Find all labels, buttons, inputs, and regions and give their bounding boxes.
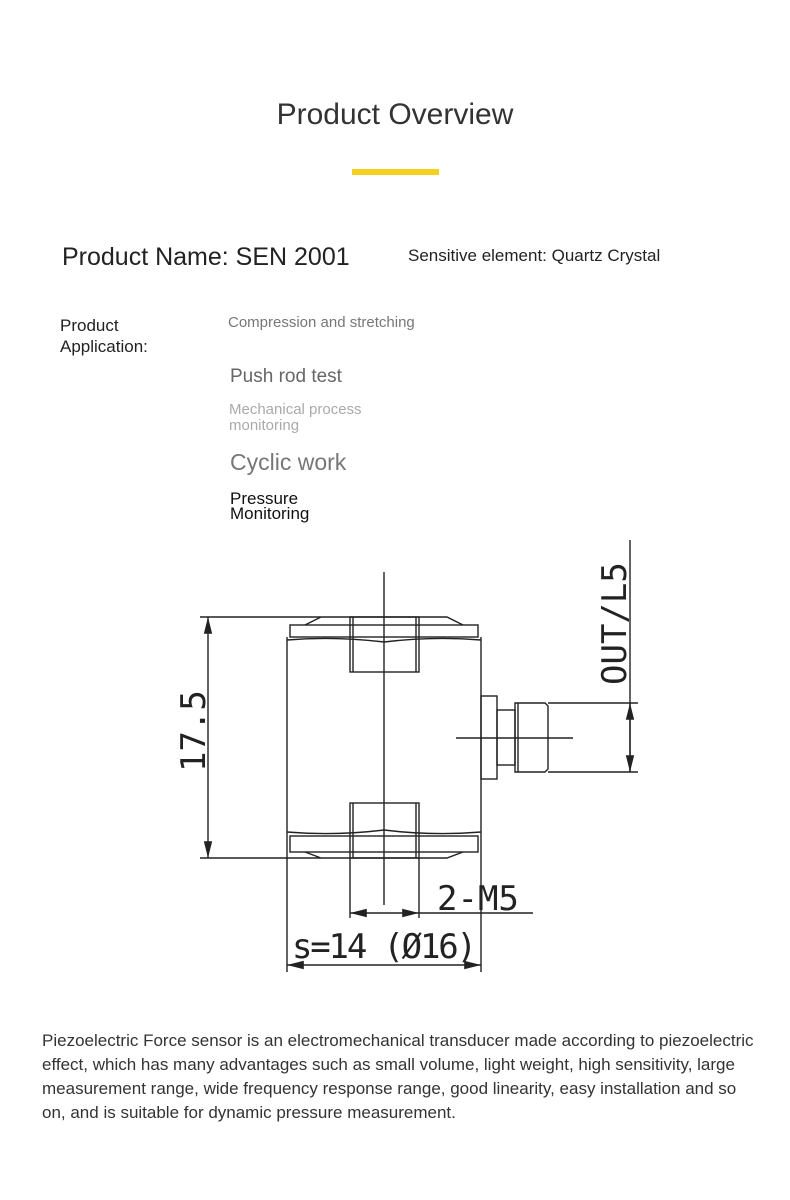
application-item: Cyclic work	[230, 449, 347, 475]
application-label: Product Application:	[60, 316, 148, 356]
application-item: Pressure Monitoring	[230, 489, 310, 523]
height-dimension: 17.5	[174, 690, 214, 772]
product-description: Piezoelectric Force sensor is an electro…	[42, 1031, 754, 1122]
sensitive-element: Sensitive element: Quartz Crystal	[408, 246, 661, 265]
width-dimension: s=14 (Ø16)	[292, 927, 477, 967]
title-underline	[352, 169, 439, 175]
application-item: Push rod test	[230, 366, 342, 387]
page-title: Product Overview	[276, 98, 514, 131]
output-dimension: OUT/L5	[595, 562, 635, 685]
application-item: Mechanical process monitoring	[229, 401, 362, 434]
thread-dimension: 2-M5	[437, 879, 519, 919]
product-name: Product Name: SEN 2001	[62, 243, 350, 271]
application-item: Compression and stretching	[228, 314, 415, 331]
